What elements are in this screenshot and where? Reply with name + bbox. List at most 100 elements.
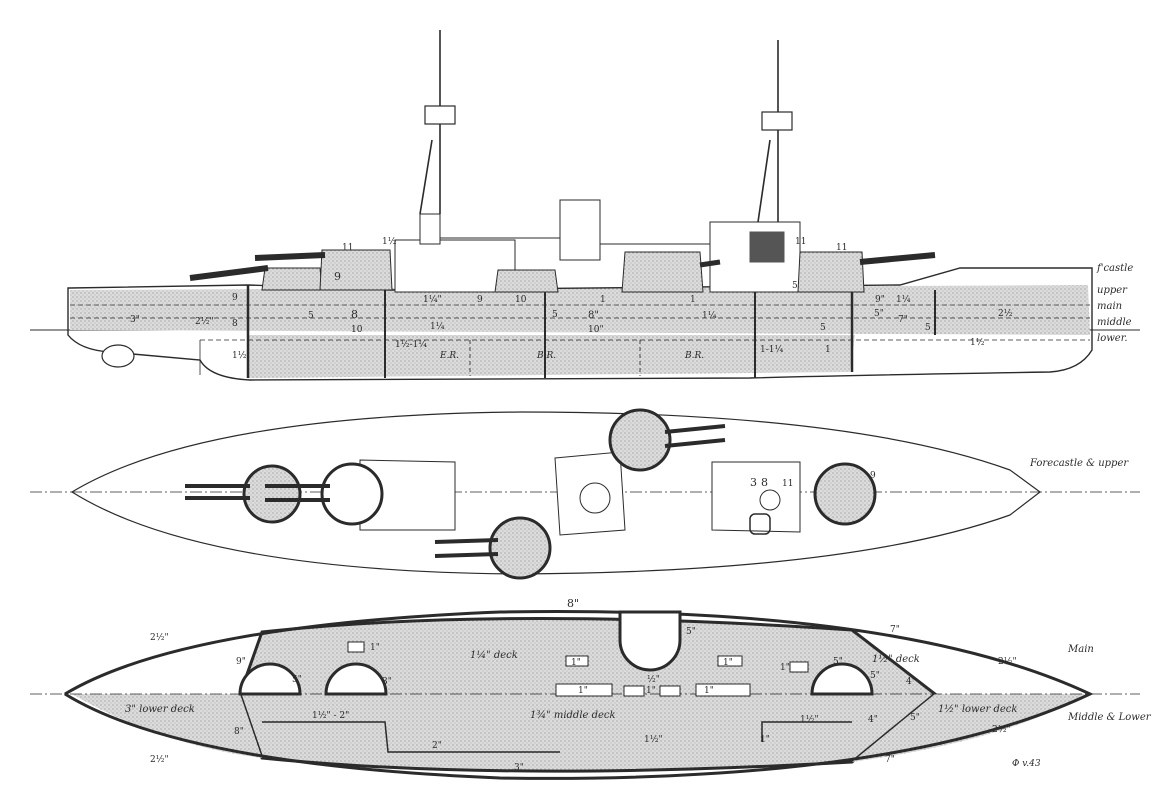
- label: 9: [870, 471, 876, 481]
- label: 8: [351, 308, 358, 321]
- lower-step-line: [262, 721, 560, 753]
- label: 1¼: [430, 321, 445, 332]
- hatches: [347, 641, 809, 697]
- label: 5: [552, 310, 558, 320]
- label: 5: [308, 311, 314, 321]
- label: 1": [646, 686, 656, 696]
- upper-deck-outline: [70, 411, 1042, 575]
- label: 2½": [195, 316, 214, 327]
- label: 3: [750, 476, 757, 489]
- label: 1: [825, 345, 831, 355]
- deckhouses: [359, 451, 801, 536]
- label: 5: [820, 323, 826, 333]
- plan-upper-labels: Forecastle & upper 3 8 11 9: [750, 458, 1129, 489]
- label: 1½" lower deck: [938, 704, 1017, 715]
- label: 1": [704, 686, 714, 696]
- label: 1¾" middle deck: [530, 710, 616, 721]
- label: 2½": [150, 632, 169, 643]
- label: 7": [885, 755, 895, 765]
- main-deck-label: Main: [1067, 644, 1094, 655]
- plan-upper: [30, 408, 1140, 580]
- label: 11: [782, 479, 793, 489]
- label: 2": [432, 741, 442, 751]
- label: 3": [130, 315, 140, 325]
- label: 5: [925, 323, 931, 333]
- label: 1½": [800, 714, 819, 725]
- label: ½": [647, 674, 660, 685]
- label: 1": [571, 658, 581, 668]
- masts: [419, 30, 793, 223]
- label: 1": [723, 658, 733, 668]
- label: 1": [370, 643, 380, 653]
- label: 3": [514, 763, 524, 773]
- superstructure: [394, 199, 801, 293]
- side-labels: f'castle upper main middle lower. 3" 2½"…: [130, 236, 1133, 361]
- label: 5": [910, 713, 920, 723]
- label: 9: [477, 295, 483, 305]
- label: 1": [760, 735, 770, 745]
- label: 5": [833, 657, 843, 667]
- label: 5": [686, 627, 696, 637]
- side-armour-belt: [70, 285, 1090, 335]
- plan-turrets: [185, 408, 877, 580]
- plan-main: [30, 609, 1140, 780]
- label: 1½" - 2": [312, 710, 349, 721]
- label: 3": [382, 677, 392, 687]
- label: 4": [868, 715, 878, 725]
- label: 1½" deck: [872, 654, 920, 665]
- deck-label-main: main: [1097, 301, 1122, 312]
- middle-lower-label: Middle & Lower: [1067, 712, 1152, 723]
- label: 2½": [150, 754, 169, 765]
- label: 1": [578, 686, 588, 696]
- label: 5": [292, 675, 302, 685]
- label: 1: [600, 295, 606, 305]
- deck-label-lower: lower.: [1097, 333, 1128, 344]
- label: 9: [232, 293, 238, 303]
- lower-deck-stipple: [72, 694, 262, 758]
- side-turrets: [189, 249, 936, 293]
- label: 11: [342, 243, 353, 253]
- label: E.R.: [439, 351, 459, 361]
- plan-main-labels: 8" 2½" 2½" 9" 5" 3" 8" 1" 1¼" deck 1" 1"…: [125, 597, 1152, 773]
- label: 7": [890, 625, 900, 635]
- label: 9": [875, 295, 885, 305]
- lower-step-line-aft: [761, 721, 852, 742]
- rangefinder: [749, 513, 771, 535]
- label: 2½": [992, 724, 1011, 735]
- label: 8": [567, 597, 579, 610]
- label: 1½: [970, 337, 985, 348]
- label: 8": [234, 727, 244, 737]
- artist-signature: Φ v.43: [1012, 759, 1041, 769]
- label: 1": [780, 663, 790, 673]
- label: 2½: [998, 308, 1013, 319]
- label: 7": [898, 315, 908, 325]
- label: B.R.: [684, 351, 704, 361]
- label: 8: [232, 319, 238, 329]
- label: 9": [236, 657, 246, 667]
- label: 11: [795, 237, 806, 247]
- side-elevation: [30, 30, 1140, 381]
- label: 1½": [644, 734, 663, 745]
- label: 11: [836, 243, 847, 253]
- label: 1¼: [702, 310, 717, 321]
- label: 1½-1¼: [395, 339, 427, 350]
- bulkheads: [199, 285, 936, 378]
- label: 10: [515, 295, 527, 305]
- barbettes: [238, 610, 874, 696]
- label: 1: [690, 295, 696, 305]
- label: 9: [334, 270, 341, 283]
- label: 4": [906, 677, 916, 687]
- label: 1¼" deck: [470, 650, 518, 661]
- label: 10: [351, 325, 363, 335]
- deck-label-middle: middle: [1097, 317, 1132, 328]
- label: 1½: [382, 236, 397, 247]
- lower-belt: [248, 335, 855, 378]
- label: 8": [588, 310, 599, 321]
- label: 5": [874, 309, 884, 319]
- lower-deck-stipple-aft: [852, 694, 1085, 762]
- label: 1¼: [896, 294, 911, 305]
- label: 10": [588, 325, 604, 335]
- label: 5": [870, 671, 880, 681]
